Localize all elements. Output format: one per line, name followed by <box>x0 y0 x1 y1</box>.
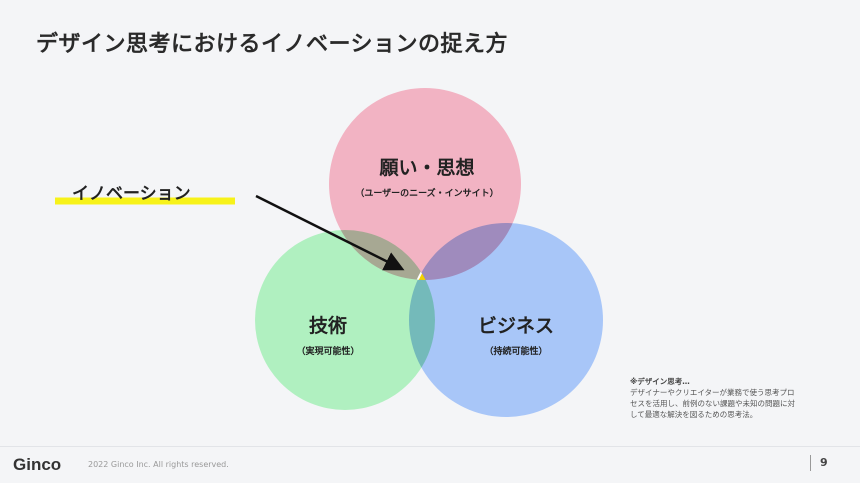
slide-footer: Ginco 2022 Ginco Inc. All rights reserve… <box>0 446 860 483</box>
business-label: ビジネス （持続可能性） <box>478 311 554 357</box>
innovation-label: イノベーション <box>72 184 191 204</box>
footnote: ※デザイン思考… デザイナーやクリエイターが業務で使う思考プロセスを活用し、前例… <box>630 376 800 420</box>
business-title: ビジネス <box>477 315 555 337</box>
technology-title: 技術 <box>308 315 348 337</box>
footnote-body: デザイナーやクリエイターが業務で使う思考プロセスを活用し、前例のない課題や未知の… <box>630 388 795 419</box>
arrow-icon <box>255 194 405 271</box>
copyright: 2022 Ginco Inc. All rights reserved. <box>88 460 229 469</box>
business-circle <box>409 223 603 417</box>
business-subtitle: （持続可能性） <box>484 347 548 357</box>
ginco-logo: Ginco <box>13 455 62 474</box>
slide-title: デザイン思考におけるイノベーションの捉え方 <box>36 32 509 57</box>
desire-subtitle: （ユーザーのニーズ・インサイト） <box>355 189 499 199</box>
desire-title: 願い・思想 <box>379 157 475 179</box>
technology-circle <box>255 230 435 410</box>
page-number: 9 <box>810 455 828 471</box>
technology-label: 技術 （実現可能性） <box>296 311 359 357</box>
technology-subtitle: （実現可能性） <box>296 347 360 357</box>
desire-label: 願い・思想 （ユーザーのニーズ・インサイト） <box>355 153 498 199</box>
footnote-heading: ※デザイン思考… <box>630 377 690 386</box>
